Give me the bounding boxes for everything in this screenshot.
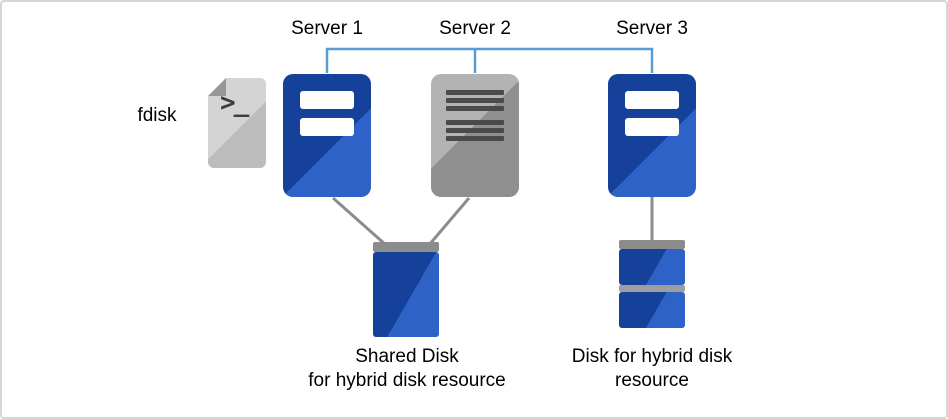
page-fold-icon [208,78,226,96]
server1-label: Server 1 [291,18,363,39]
server3-slot-icon [625,91,679,109]
hybrid-disk-label-line2: resource [615,370,689,391]
server1-slot-icon [300,91,354,109]
server1-slot-icon [300,118,354,136]
server2-stripe-icon [446,136,504,141]
server2-icon [431,74,519,197]
hybrid-disk-label-line1: Disk for hybrid disk [571,346,733,367]
server3-slot-icon [625,118,679,136]
server2-label: Server 2 [439,18,511,39]
server3-label: Server 3 [616,18,688,39]
shared-disk-label-line2: for hybrid disk resource [308,370,506,391]
server2-stripe-icon [446,128,504,133]
server2-shared-disk-line [427,197,471,246]
hybrid-disk-cap-icon [619,240,685,249]
shared-disk-cap-icon [373,242,439,252]
server1-icon [283,74,371,197]
server1-shared-disk-line [332,196,387,247]
hybrid-disk-top-icon [619,249,685,285]
shared-disk-icon [373,252,439,337]
shared-disk-label-line1: Shared Disk [355,346,459,367]
server2-stripe-icon [446,90,504,95]
hybrid-disk-separator-icon [619,285,685,292]
server2-stripe-icon [446,98,504,103]
server2-stripe-icon [446,120,504,125]
server2-stripe-icon [446,106,504,111]
fdisk-label: fdisk [137,105,177,126]
server-network-connector [325,47,654,73]
hybrid-disk-bottom-icon [619,292,685,328]
server3-icon [608,74,696,197]
